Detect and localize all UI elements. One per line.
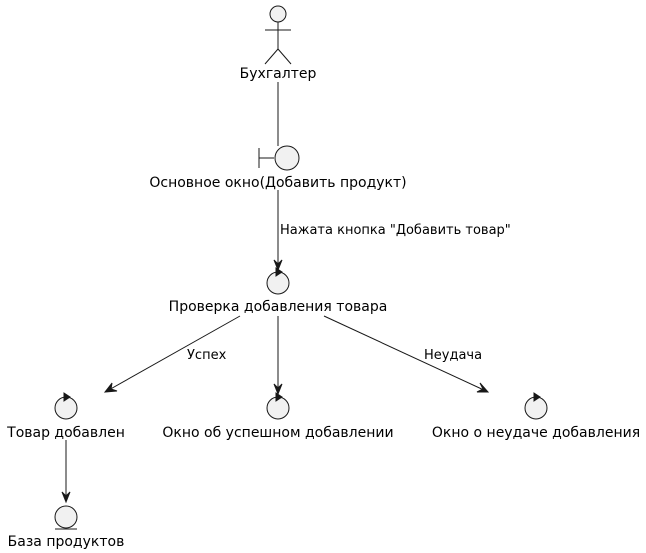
boundary-node: Основное окно(Добавить продукт) — [149, 145, 407, 191]
edge-check-success-window — [273, 316, 283, 396]
database-entity-node: База продуктов — [8, 505, 125, 550]
edge-added-database — [61, 440, 71, 504]
actor-node: Бухгалтер — [240, 5, 317, 82]
check-control-label: Проверка добавления товара — [169, 299, 388, 315]
success-window-label: Окно об успешном добавлении — [162, 425, 393, 441]
control-icon — [54, 392, 78, 420]
added-control-node: Товар добавлен — [6, 392, 125, 441]
control-icon — [524, 392, 548, 420]
arrowhead-icon — [476, 382, 490, 393]
arrowhead-icon — [61, 491, 71, 504]
boundary-icon — [258, 145, 300, 171]
edge-success-label: Успех — [187, 348, 227, 363]
control-icon — [266, 267, 290, 295]
arrowhead-icon — [273, 259, 283, 272]
edge-success: Успех — [103, 315, 241, 393]
edge-add-button-label: Нажата кнопка "Добавить товар" — [280, 223, 511, 238]
stick-figure-icon — [264, 5, 292, 65]
edge-failure: Неудача — [323, 315, 490, 393]
added-control-label: Товар добавлен — [6, 425, 125, 441]
control-icon — [266, 392, 290, 420]
fail-window-label: Окно о неудаче добавления — [432, 425, 640, 441]
actor-label: Бухгалтер — [240, 66, 317, 82]
check-control-node: Проверка добавления товара — [169, 267, 388, 315]
boundary-label: Основное окно(Добавить продукт) — [149, 175, 406, 191]
success-window-node: Окно об успешном добавлении — [162, 392, 394, 441]
edge-add-button: Нажата кнопка "Добавить товар" — [273, 190, 511, 272]
fail-window-node: Окно о неудаче добавления — [432, 392, 640, 441]
arrowhead-icon — [273, 383, 283, 396]
edge-failure-label: Неудача — [424, 348, 482, 363]
arrowhead-icon — [103, 382, 118, 393]
entity-icon — [54, 505, 78, 530]
database-entity-label: База продуктов — [8, 534, 125, 550]
